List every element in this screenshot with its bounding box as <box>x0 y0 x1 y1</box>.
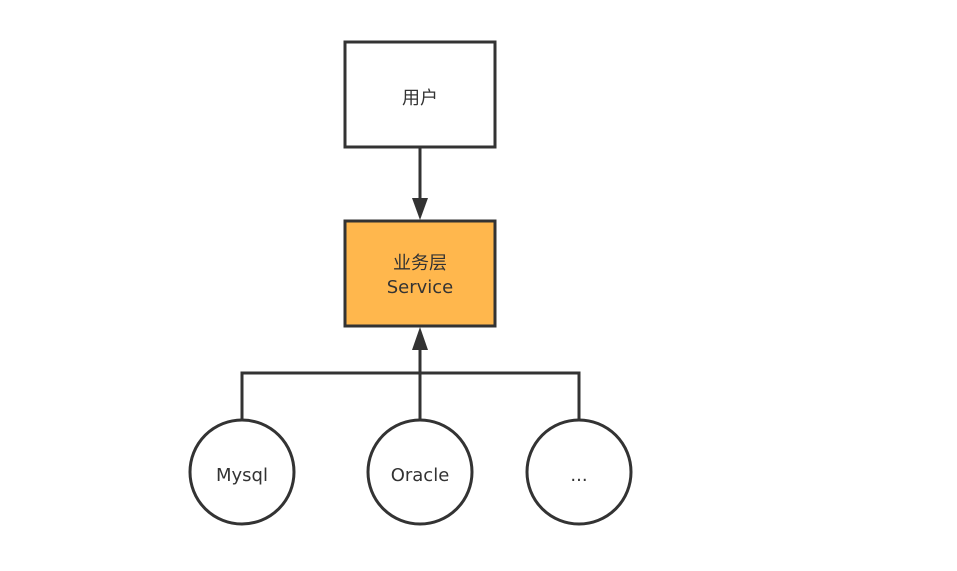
oracle-node-label: Oracle <box>391 465 450 486</box>
service-node-label-cn: 业务层 <box>393 253 447 274</box>
user-node: 用户 <box>343 40 497 149</box>
other-db-node-label: ... <box>570 465 587 486</box>
oracle-node: Oracle <box>366 418 474 526</box>
arrowhead-into-service-bottom <box>412 327 428 350</box>
connector-mysql-to-service <box>240 371 420 420</box>
arrowhead-into-service-top <box>412 198 428 220</box>
service-node-label-en: Service <box>387 277 454 298</box>
service-node: 业务层 Service <box>343 219 497 328</box>
mysql-node-label: Mysql <box>216 465 268 486</box>
user-node-label: 用户 <box>402 88 438 109</box>
other-db-node: ... <box>525 418 633 526</box>
connector-other-to-service <box>420 371 581 420</box>
mysql-node: Mysql <box>188 418 296 526</box>
